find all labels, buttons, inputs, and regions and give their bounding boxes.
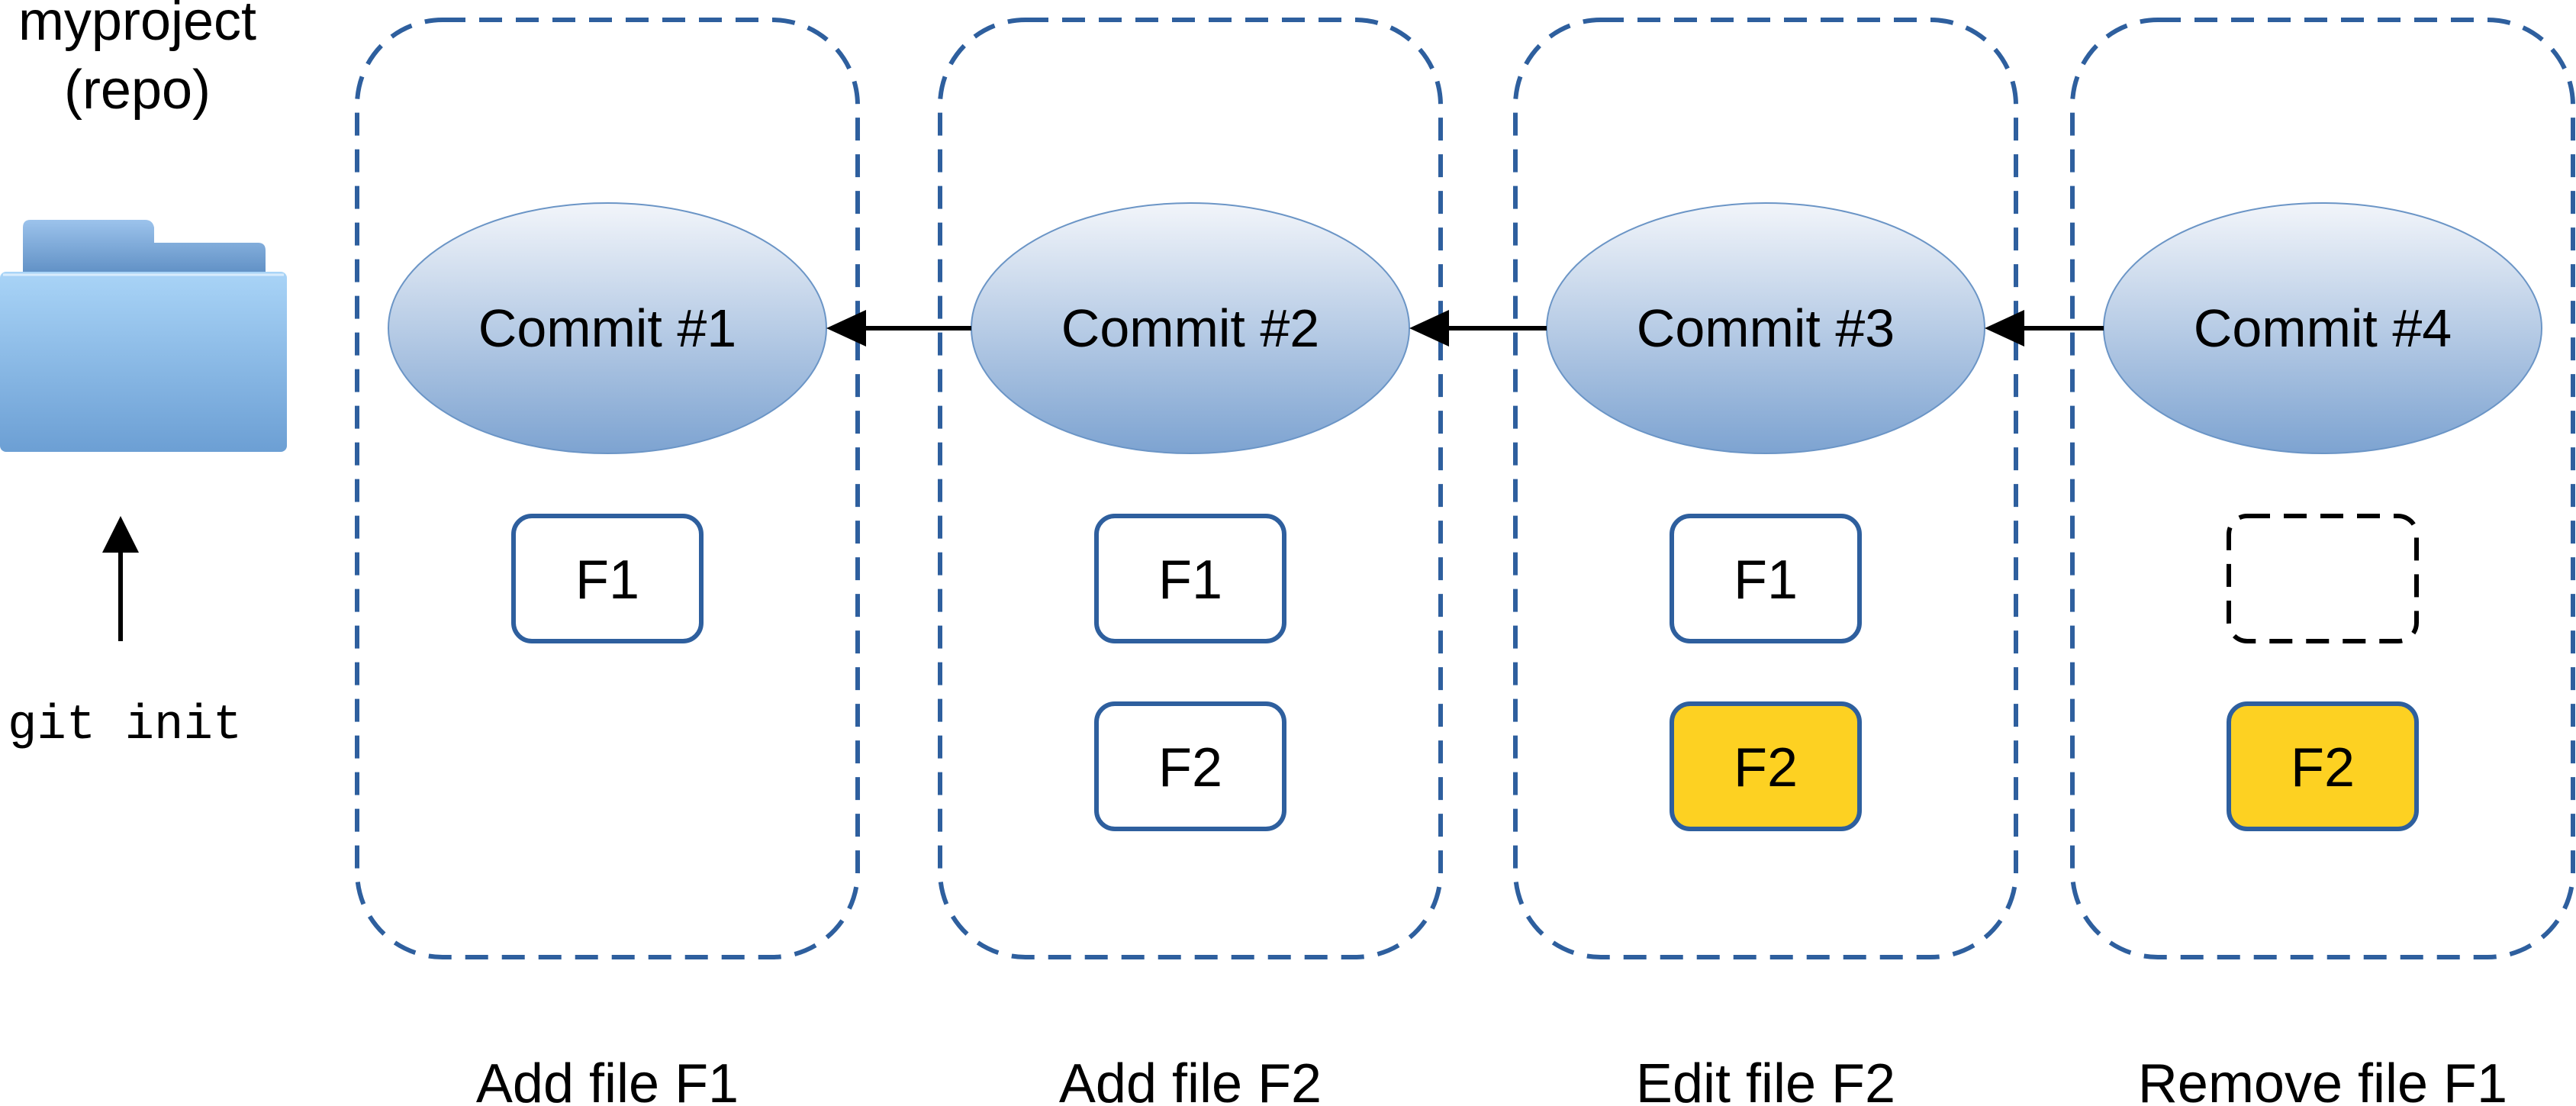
commit-label: Commit #1 xyxy=(478,298,736,358)
file-box: F2 xyxy=(2227,701,2419,831)
commit-label: Commit #2 xyxy=(1061,298,1319,358)
commit-caption: Edit file F2 xyxy=(1636,1053,1895,1106)
init-arrow xyxy=(102,516,139,641)
file-box-shape xyxy=(511,514,704,643)
init-command: git init xyxy=(8,698,242,753)
commit-caption: Add file F2 xyxy=(1059,1053,1322,1106)
file-box-shape xyxy=(2227,514,2419,643)
commit-caption: Add file F1 xyxy=(476,1053,739,1106)
parent-arrow xyxy=(1409,310,1547,347)
commit-lane-border xyxy=(2070,18,2575,959)
file-label: F1 xyxy=(1158,550,1222,611)
file-box-shape xyxy=(1670,701,1862,831)
file-box: F2 xyxy=(1670,701,1862,831)
parent-arrows xyxy=(826,310,2104,347)
file-box: F1 xyxy=(511,514,704,643)
repo-type: (repo) xyxy=(64,60,211,121)
commit-caption: Remove file F1 xyxy=(2138,1053,2507,1106)
file-label: F1 xyxy=(1734,550,1798,611)
repo-name: myproject xyxy=(18,0,256,52)
commit-lane-border xyxy=(1513,18,2018,959)
file-box-shape xyxy=(2227,701,2419,831)
commit-label: Commit #3 xyxy=(1637,298,1895,358)
file-box-shape xyxy=(1094,701,1286,831)
file-box-shape xyxy=(1094,514,1286,643)
removed-file-placeholder xyxy=(2227,514,2419,643)
commit-lane-border xyxy=(355,18,860,959)
file-label: F1 xyxy=(575,550,639,611)
file-label: F2 xyxy=(2291,737,2355,798)
folder-icon xyxy=(0,220,287,452)
file-box: F2 xyxy=(1094,701,1286,831)
file-box: F1 xyxy=(1094,514,1286,643)
parent-arrow xyxy=(1985,310,2104,347)
file-box: F1 xyxy=(1670,514,1862,643)
file-label: F2 xyxy=(1158,737,1222,798)
commit-label: Commit #4 xyxy=(2194,298,2452,358)
parent-arrow xyxy=(826,310,971,347)
file-label: F2 xyxy=(1734,737,1798,798)
commit-lane-border xyxy=(938,18,1443,959)
file-box-shape xyxy=(1670,514,1862,643)
